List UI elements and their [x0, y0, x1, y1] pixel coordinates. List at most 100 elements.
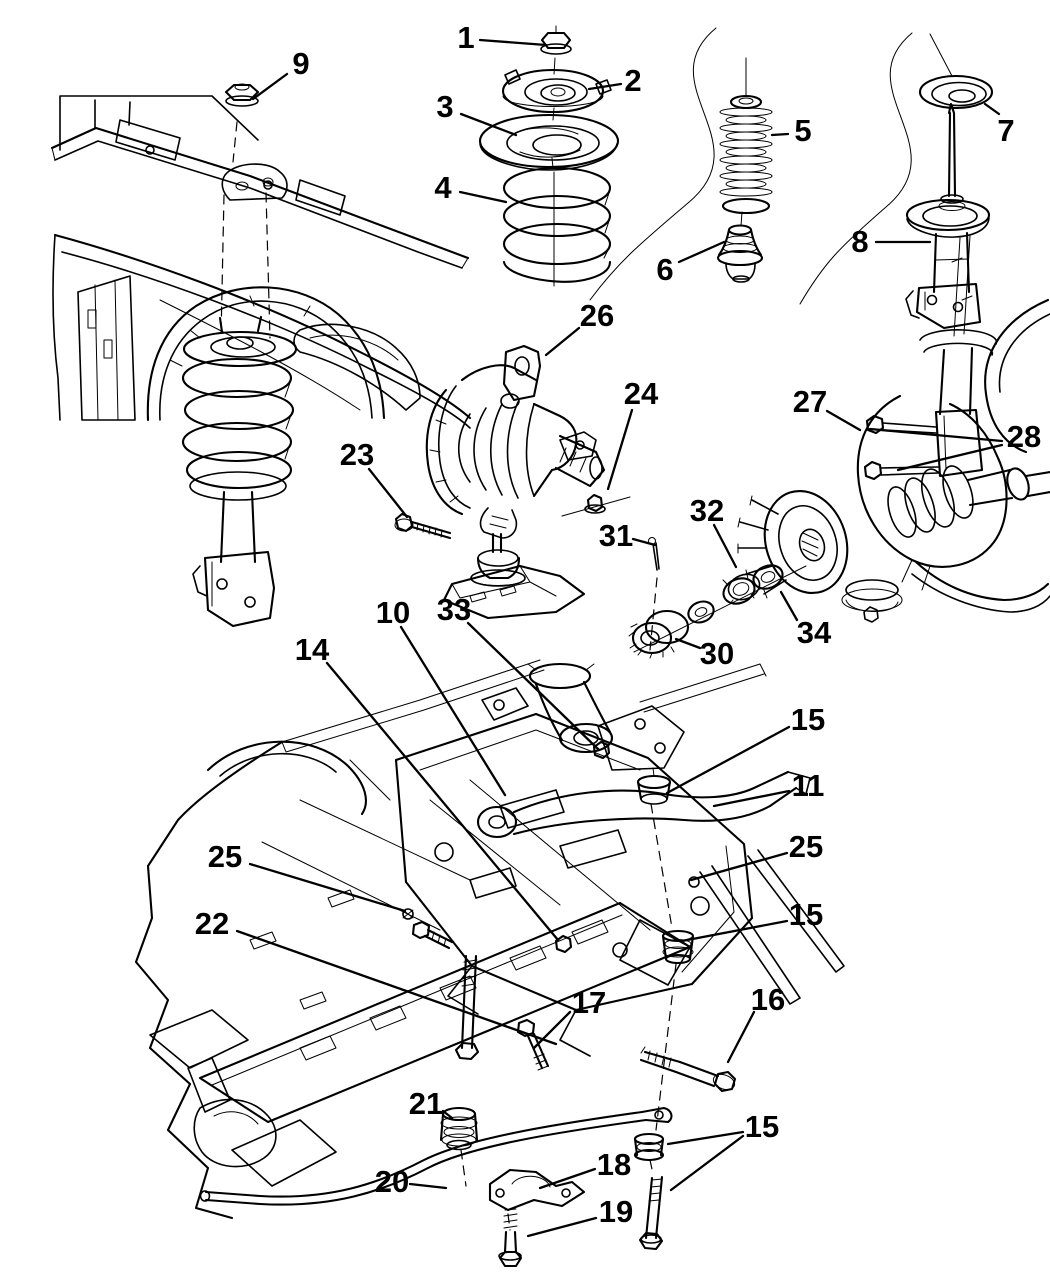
- callout-6-5: 6: [656, 252, 673, 287]
- callout-15-24: 15: [789, 897, 823, 932]
- callout-leader-25: [689, 851, 789, 882]
- bushing-15-bar-end: [633, 1132, 665, 1175]
- pinch-bolt-23: [394, 512, 452, 540]
- callout-leader-21: [441, 1109, 454, 1120]
- bolt-16: [639, 1046, 737, 1093]
- hub-knuckle-assembly-drawing: [737, 235, 1050, 623]
- bushing-15-mid: [655, 929, 695, 1131]
- ball-joint-drawing: [442, 532, 586, 620]
- jounce-bumper-6: [716, 211, 764, 283]
- callout-leader-4: [458, 190, 508, 204]
- cv-joint-right: [887, 465, 1050, 538]
- callout-10-19: 10: [376, 595, 410, 630]
- callout-31-14: 31: [599, 518, 633, 553]
- callout-27-12: 27: [793, 384, 827, 419]
- washer-34: [752, 564, 784, 590]
- callout-14-20: 14: [295, 632, 330, 667]
- fender-body-drawing: [50, 83, 472, 429]
- wheel-studs: [737, 495, 787, 599]
- callout-leader-2: [587, 82, 623, 91]
- callout-33-18: 33: [437, 592, 471, 627]
- callout-7-6: 7: [997, 113, 1014, 148]
- callout-11-22: 11: [792, 768, 825, 803]
- dust-boot-5: [719, 57, 773, 215]
- bolt-19: [498, 1208, 523, 1268]
- callout-leader-28: [868, 427, 1004, 443]
- callout-20-31: 20: [375, 1164, 409, 1199]
- callout-30-16: 30: [700, 636, 734, 671]
- callout-leader-16: [726, 1010, 756, 1064]
- callout-24-10: 24: [624, 376, 659, 411]
- callout-leader-10: [399, 625, 507, 797]
- callout-21-29: 21: [409, 1086, 443, 1121]
- callout-3-2: 3: [436, 89, 453, 124]
- axle-nut-30: [628, 609, 690, 659]
- callout-leader-15: [666, 1130, 745, 1146]
- callout-leader-26: [544, 326, 581, 357]
- callout-1-0: 1: [457, 20, 474, 55]
- callout-leader-15: [680, 919, 789, 943]
- callout-leader-23: [367, 467, 409, 519]
- bolt-vertical-center: [454, 954, 480, 1061]
- callout-leader-27: [825, 409, 862, 432]
- callout-leader-34: [779, 590, 799, 622]
- callout-25-23: 25: [789, 829, 823, 864]
- callout-15-21: 15: [791, 702, 825, 737]
- callout-layer: 1234567892624232728313230343310141511251…: [195, 20, 1041, 1238]
- coil-spring-4: [502, 166, 612, 283]
- callout-leader-6: [677, 240, 726, 264]
- bolt-17: [516, 1018, 550, 1071]
- mount-cylinder: [527, 662, 685, 771]
- strut-nut-1: [540, 31, 572, 55]
- control-arm-drawing: [476, 767, 811, 1131]
- bushing-21: [439, 1106, 479, 1187]
- callout-8-7: 8: [851, 224, 868, 259]
- section-divider-curves: [589, 27, 913, 305]
- strut-mount-2: [501, 68, 612, 114]
- callout-leader-3: [459, 112, 518, 137]
- callout-28-13: 28: [1007, 419, 1041, 454]
- callout-26-9: 26: [580, 298, 614, 333]
- callout-leader-14: [325, 661, 560, 942]
- callout-17-28: 17: [572, 985, 606, 1020]
- callout-15-33: 15: [745, 1109, 779, 1144]
- fastener-25-right-target: [688, 876, 700, 888]
- bolt-angled-left: [411, 920, 454, 950]
- fastener-25-left-target: [402, 908, 414, 920]
- strut-damper-8: [905, 102, 991, 330]
- callout-leader-15: [665, 725, 791, 795]
- axle-nut-parts-drawing: [628, 537, 807, 659]
- assembled-strut-drawing: [181, 315, 298, 628]
- fastener-drawings: [411, 920, 737, 1093]
- callout-leader-24: [606, 408, 634, 491]
- floorpan-unibody-drawing: [134, 659, 767, 1220]
- nut-24: [561, 493, 631, 517]
- callout-2-1: 2: [624, 63, 641, 98]
- callout-22-27: 22: [195, 906, 229, 941]
- sway-bar-drawing: [199, 1106, 673, 1268]
- subframe-drawing: [394, 662, 845, 1057]
- callout-leader-11: [712, 789, 791, 808]
- callout-leader-28: [896, 443, 1004, 472]
- arm-bushing-15-top: [636, 767, 673, 929]
- callout-leader-19: [526, 1216, 598, 1238]
- washer-behind-nut: [687, 600, 715, 624]
- callout-leader-33: [466, 621, 601, 752]
- nut-9: [224, 83, 260, 107]
- lower-arm-right: [841, 559, 1050, 623]
- callout-5-4: 5: [794, 113, 811, 148]
- strut-mount-spring-exploded: [478, 25, 620, 287]
- steering-knuckle-26: [425, 344, 606, 539]
- callout-19-32: 19: [599, 1194, 633, 1229]
- bolt-15-long: [638, 1175, 664, 1251]
- callout-leader-7: [983, 102, 1001, 116]
- spring-seat-washer-7: [918, 33, 994, 110]
- callout-leader-20: [408, 1182, 448, 1190]
- callout-leader-5: [770, 132, 790, 137]
- callout-leader-32: [712, 523, 738, 569]
- callout-25-26: 25: [208, 839, 242, 874]
- callout-16-25: 16: [751, 982, 785, 1017]
- callout-leader-22: [235, 929, 558, 1046]
